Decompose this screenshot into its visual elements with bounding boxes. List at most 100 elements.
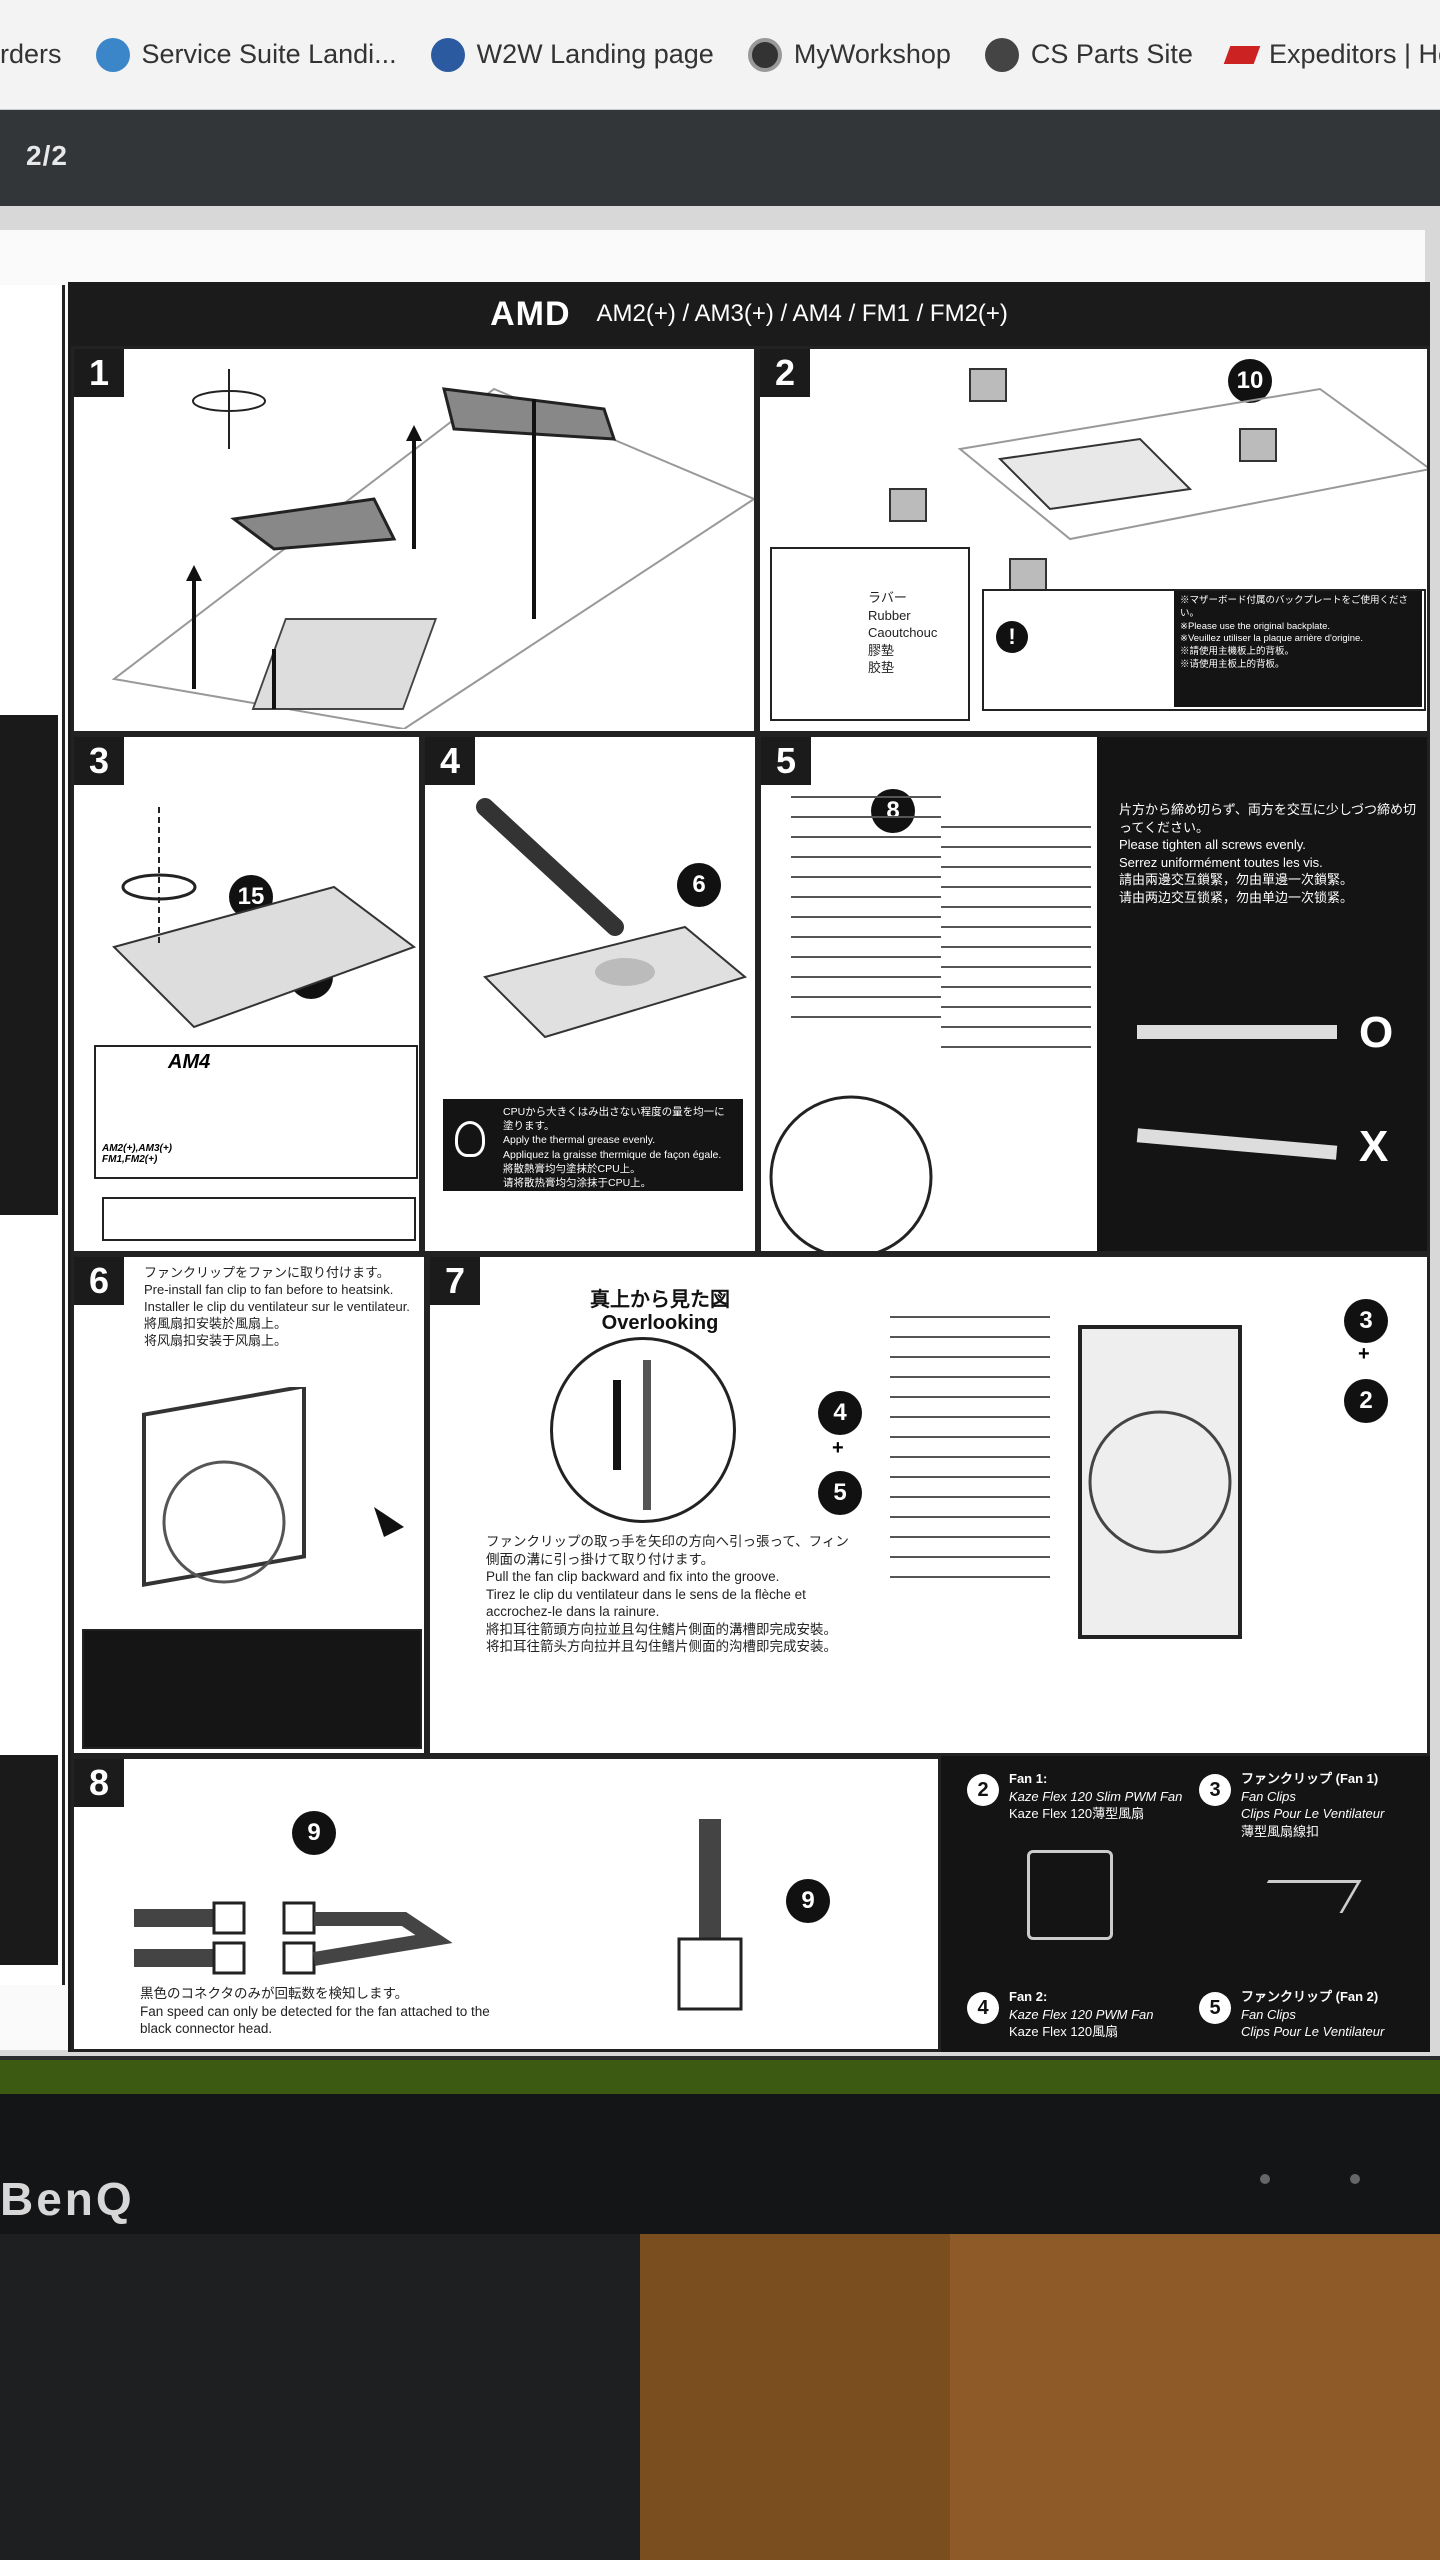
rubber-label-zh-tw: 膠墊	[868, 642, 895, 658]
note-line: ※マザーボード付属のバックプレートをご使用ください。	[1180, 595, 1409, 619]
pdf-toolbar	[0, 110, 1440, 206]
plus-sign: +	[1358, 1343, 1370, 1365]
correct-method-bar	[1137, 1025, 1337, 1039]
note-line: Installer le clip du ventilateur sur le …	[144, 1298, 410, 1314]
shield-icon	[95, 37, 130, 72]
callout-6: 6	[677, 863, 721, 907]
part-fan-2-clips: 5 ファンクリップ (Fan 2) Fan Clips Clips Pour L…	[1199, 1988, 1419, 2041]
bezel-button-dot	[1260, 2174, 1270, 2184]
bookmark-label: Service Suite Landi...	[141, 39, 397, 69]
part-name: Fan Clips	[1241, 1788, 1296, 1804]
am4-note: AM2(+),AM3(+) FM1,FM2(+)	[102, 1143, 173, 1165]
monitor-bezel	[0, 2094, 1440, 2234]
ge-logo-icon	[430, 37, 465, 72]
note-line: ※Veuillez utiliser la plaque arrière d'o…	[1180, 633, 1363, 645]
bookmark-label: CS Parts Site	[1030, 39, 1193, 69]
step-5-panel: 5 8 片方から締め切らず、両方を交互に少しづつ締め切ってください。 Pleas…	[758, 734, 1430, 1254]
mounting-bracket-illustration	[111, 369, 754, 729]
fan-splitter-cable-illustration	[134, 1819, 743, 2011]
part-number-badge: 4	[967, 1992, 999, 2024]
cooler-fan-assembly-illustration	[890, 1316, 1242, 1639]
note-line: 请将散热膏均匀涂抹于CPU上。	[503, 1176, 652, 1189]
rubber-label-zh-cn: 胶垫	[868, 660, 895, 676]
slim-fan-icon	[1027, 1850, 1113, 1940]
rubber-label-fr: Caoutchouc	[868, 625, 938, 641]
note-line: ファンクリップをファンに取り付けます。	[144, 1265, 390, 1280]
overlook-label-jp: 真上から見た図	[590, 1289, 730, 1311]
globe-icon	[984, 37, 1019, 72]
note-line: CPUから大きくはみ出さない程度の量を均一に塗ります。	[503, 1106, 725, 1133]
bookmarks-bar: rders Service Suite Landi... W2W Landing…	[0, 0, 1440, 110]
note-line: 將扣耳往箭頭方向拉並且勾住鰭片側面的溝槽即完成安裝。	[486, 1621, 837, 1637]
note-line: Serrez uniformément toutes les vis.	[1119, 854, 1323, 870]
step-7-panel: 7 真上から見た図 Overlooking ファンクリップの取っ手を矢印の方向へ…	[427, 1254, 1430, 1756]
step-number: 5	[761, 737, 811, 785]
part-name: Fan Clips	[1241, 2006, 1296, 2022]
heatsink-tighten-illustration	[769, 796, 1091, 1251]
note-line: ※请使用主板上的背板。	[1180, 659, 1285, 671]
part-title: Fan 2:	[1009, 1989, 1048, 2004]
overlook-magnifier	[550, 1337, 736, 1523]
overlooking-title: 真上から見た図 Overlooking	[560, 1283, 760, 1335]
bookmark-label: rders	[0, 39, 62, 69]
expeditors-icon	[1223, 45, 1261, 64]
am4-label: AM4	[168, 1051, 211, 1073]
note-line: 黒色のコネクタのみが回転数を検知します。	[140, 1986, 409, 2001]
part-name-zh: Kaze Flex 120風扇	[1009, 2024, 1119, 2040]
lightbulb-icon	[455, 1121, 485, 1157]
bookmark-service-suite[interactable]: Service Suite Landi...	[95, 37, 397, 72]
plus-sign: +	[832, 1437, 844, 1459]
note-line: Pre-install fan clip to fan before to he…	[144, 1281, 394, 1297]
note-line: Tirez le clip du ventilateur dans le sen…	[486, 1586, 806, 1620]
sheet-header: AMD AM2(+) / AM3(+) / AM4 / FM1 / FM2(+)	[68, 282, 1430, 346]
note-line: Apply the thermal grease evenly.	[503, 1134, 656, 1147]
bookmark-myworkshop[interactable]: MyWorkshop	[747, 37, 951, 72]
callout-3: 3	[1344, 1299, 1388, 1343]
bookmark-orders[interactable]: rders	[0, 39, 62, 70]
callout-10: 10	[1228, 359, 1272, 403]
note-line: 請由兩邊交互鎖緊，勿由單邊一次鎖緊。	[1119, 872, 1354, 888]
thermal-paste-illustration	[476, 798, 748, 1039]
page-indicator: 2/2	[26, 140, 68, 171]
fan-clip-illustration	[142, 1387, 404, 1588]
note-line: 将扣耳往箭头方向拉并且勾住鳍片侧面的沟槽即完成安装。	[486, 1639, 837, 1655]
rubber-label-jp: ラバー	[868, 590, 907, 605]
callout-4: 4	[818, 1391, 862, 1435]
part-number-badge: 2	[967, 1774, 999, 1806]
correct-icon: O	[1359, 1008, 1394, 1057]
incorrect-icon: X	[1359, 1122, 1389, 1171]
brand-title: AMD	[490, 294, 571, 333]
callout-9: 9	[292, 1811, 336, 1855]
note-line: 请由两边交互锁紧，勿由单边一次锁紧。	[1119, 889, 1354, 905]
bookmark-label: W2W Landing page	[476, 39, 714, 69]
thermal-grease-note: CPUから大きくはみ出さない程度の量を均一に塗ります。 Apply the th…	[443, 1099, 743, 1191]
step-4-panel: 4 6 CPUから大きくはみ出さない程度の量を均一に塗ります。 Apply th…	[422, 734, 758, 1254]
callout-5: 5	[818, 1471, 862, 1515]
rubber-label-en: Rubber	[868, 607, 911, 623]
part-fan-1-clips: 3 ファンクリップ (Fan 1) Fan Clips Clips Pour L…	[1199, 1770, 1419, 1913]
rubber-inset: ラバー Rubber Caoutchouc 膠墊 胶垫	[770, 547, 970, 721]
bookmark-expeditors[interactable]: Expeditors | Home	[1223, 39, 1440, 70]
step-number: 4	[425, 737, 475, 785]
part-name-fr: Clips Pour Le Ventilateur	[1241, 1806, 1385, 1822]
part-name-fr: Clips Pour Le Ventilateur	[1241, 2024, 1385, 2040]
step-8-panel: 8 9 9 黒色のコネクタのみが回転数を検知します。 Fan speed can…	[71, 1756, 941, 2052]
fan-clip-icon	[1249, 1880, 1362, 1913]
step-number: 8	[74, 1759, 124, 1807]
part-name-zh: 薄型風扇線扣	[1241, 1823, 1320, 1839]
note-line: Pull the fan clip backward and fix into …	[486, 1569, 780, 1585]
part-fan-1: 2 Fan 1: Kaze Flex 120 Slim PWM Fan Kaze…	[967, 1770, 1187, 1940]
note-line: 将风扇扣安装于风扇上。	[144, 1332, 288, 1348]
bookmark-w2w[interactable]: W2W Landing page	[430, 37, 714, 72]
monitor-brand-logo: BenQ	[0, 2173, 135, 2225]
note-line: Appliquez la graisse thermique de façon …	[503, 1148, 722, 1161]
overlook-label-en: Overlooking	[601, 1312, 719, 1334]
step-1-panel: 1	[71, 346, 757, 734]
bookmark-label: Expeditors | Home	[1268, 39, 1440, 69]
bezel-button-dot	[1350, 2174, 1360, 2184]
am4-inset: AM4 AM2(+),AM3(+) FM1,FM2(+)	[94, 1045, 418, 1179]
bookmark-cs-parts[interactable]: CS Parts Site	[984, 37, 1193, 72]
step-2-panel: 2 10 ラバー Rubber Caoutchouc 膠墊 胶垫 ! ※マザーボ…	[757, 346, 1430, 734]
note-line: ファンクリップの取っ手を矢印の方向へ引っ張って、フィン側面の溝に引っ掛けて取り付…	[486, 1534, 849, 1567]
part-name: Kaze Flex 120 PWM Fan	[1009, 2006, 1154, 2022]
